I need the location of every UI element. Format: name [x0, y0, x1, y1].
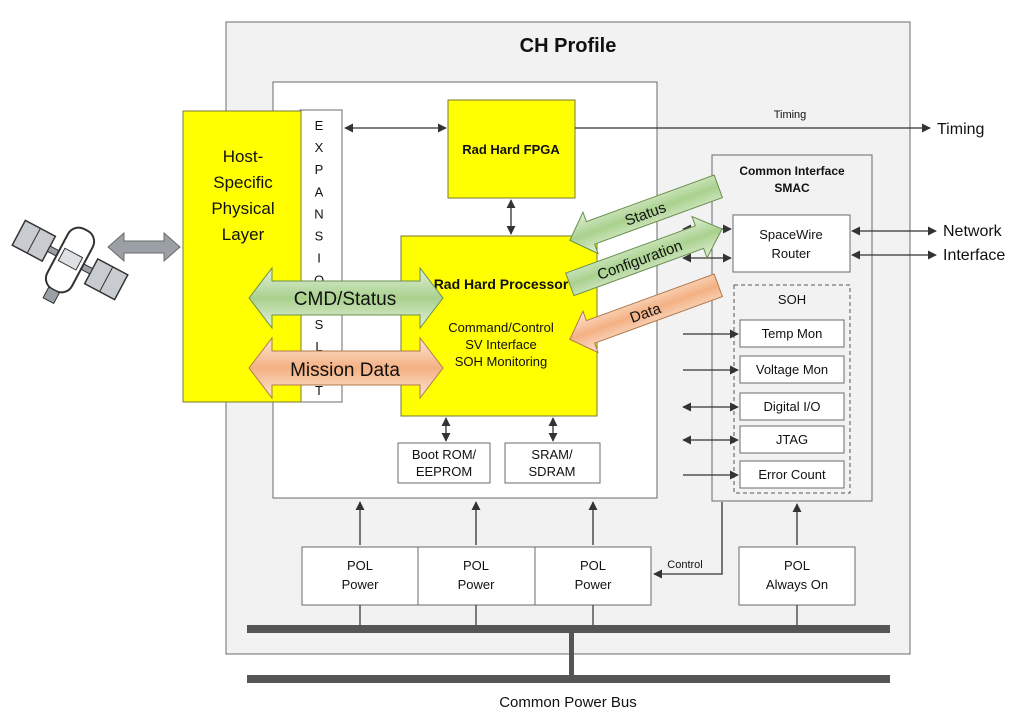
expansion-letter: S [315, 317, 324, 332]
satellite-thruster [42, 286, 61, 305]
soh-item-label: Temp Mon [762, 326, 823, 341]
memory-label: SDRAM [529, 464, 576, 479]
data-arrow-shape [569, 273, 724, 354]
fpga-label: Rad Hard FPGA [462, 142, 560, 157]
expansion-letter: A [315, 184, 324, 199]
host-layer-line: Layer [222, 225, 265, 244]
pol-always-on [738, 546, 856, 606]
timing-line-label: Timing [774, 109, 807, 121]
cmd-status-arrow [248, 266, 444, 330]
common-power-bus-label: Common Power Bus [499, 694, 637, 711]
mission-data-arrow [248, 336, 444, 400]
pol-label: Power [458, 577, 496, 592]
soh-group [733, 284, 851, 494]
soh-items: Temp Mon Voltage Mon Digital I/O JTAG Er… [739, 319, 845, 489]
sram-sdram [504, 442, 601, 484]
pol-label: Power [575, 577, 613, 592]
soh-item-label: Digital I/O [763, 399, 820, 414]
soh-item-digital-io [739, 392, 845, 421]
internal-power-bus [247, 625, 890, 633]
pol-label: POL [580, 558, 606, 573]
host-layer-label: Host- Specific Physical Layer [211, 147, 274, 244]
expansion-letter: E [315, 118, 324, 133]
smac-title: SMAC [774, 181, 810, 195]
expansion-letter: I [317, 251, 321, 266]
soh-item-voltage-mon [739, 355, 845, 384]
soh-item-error-count [739, 460, 845, 489]
expansion-letter: X [315, 140, 324, 155]
pol-supplies: POL Power POL Power POL Power POL Always… [301, 546, 856, 606]
expansion-letter: P [315, 162, 324, 177]
memory-label: SRAM/ [531, 447, 573, 462]
boot-rom-eeprom [397, 442, 491, 484]
spacewire-router [732, 214, 851, 273]
solar-panel-divider [26, 228, 41, 254]
soh-title: SOH [778, 292, 806, 307]
processor-title: Rad Hard Processor [434, 276, 569, 292]
soh-item-temp-mon [739, 319, 845, 348]
mission-data-label: Mission Data [290, 360, 400, 381]
rad-hard-processor [400, 235, 598, 417]
satellite-icon [11, 219, 129, 305]
pol-label: POL [347, 558, 373, 573]
cmd-status-label: CMD/Status [294, 289, 396, 310]
pol-label: Always On [766, 577, 828, 592]
processor-function: SV Interface [465, 337, 537, 352]
soh-item-label: Voltage Mon [756, 362, 828, 377]
pol-power-2 [417, 546, 536, 606]
pol-label: POL [463, 558, 489, 573]
status-arrow-shape [569, 174, 724, 255]
host-layer-line: Physical [211, 199, 274, 218]
expansion-letter: T [315, 383, 323, 398]
timing-output-label: Timing [937, 121, 984, 138]
status-arrow: Status [569, 174, 724, 255]
data-arrow: Data [569, 273, 724, 354]
satellite-window [57, 247, 84, 271]
pol-power-3 [534, 546, 652, 606]
rad-hard-fpga [447, 99, 576, 199]
router-label: Router [771, 246, 811, 261]
expansion-letter: N [314, 206, 323, 221]
router-label: SpaceWire [759, 227, 823, 242]
pol-label: Power [342, 577, 380, 592]
expansion-letter: O [314, 273, 324, 288]
control-label: Control [667, 559, 702, 571]
solar-panel-divider [99, 266, 114, 292]
host-layer-line: Specific [213, 173, 273, 192]
satellite-link-arrow [107, 231, 181, 263]
diagram-title: CH Profile [520, 35, 617, 57]
soh-item-label: JTAG [776, 432, 808, 447]
control-line [653, 502, 723, 579]
soh-item-label: Error Count [758, 467, 826, 482]
processor-function: Command/Control [448, 320, 554, 335]
network-label: Interface [943, 247, 1005, 264]
memory-label: EEPROM [416, 464, 472, 479]
configuration-arrow-shape [565, 215, 723, 297]
pol-label: POL [784, 558, 810, 573]
soh-item-jtag [739, 425, 845, 454]
expansion-letter: L [315, 339, 322, 354]
bus-connector [569, 633, 574, 678]
host-layer-line: Host- [223, 147, 264, 166]
common-power-bus [247, 675, 890, 683]
memory-label: Boot ROM/ [412, 447, 477, 462]
pol-power-1 [301, 546, 419, 606]
expansion-letter: S [315, 228, 324, 243]
processor-function: SOH Monitoring [455, 354, 547, 369]
smac-title: Common Interface [739, 164, 845, 178]
network-label: Network [943, 223, 1003, 240]
